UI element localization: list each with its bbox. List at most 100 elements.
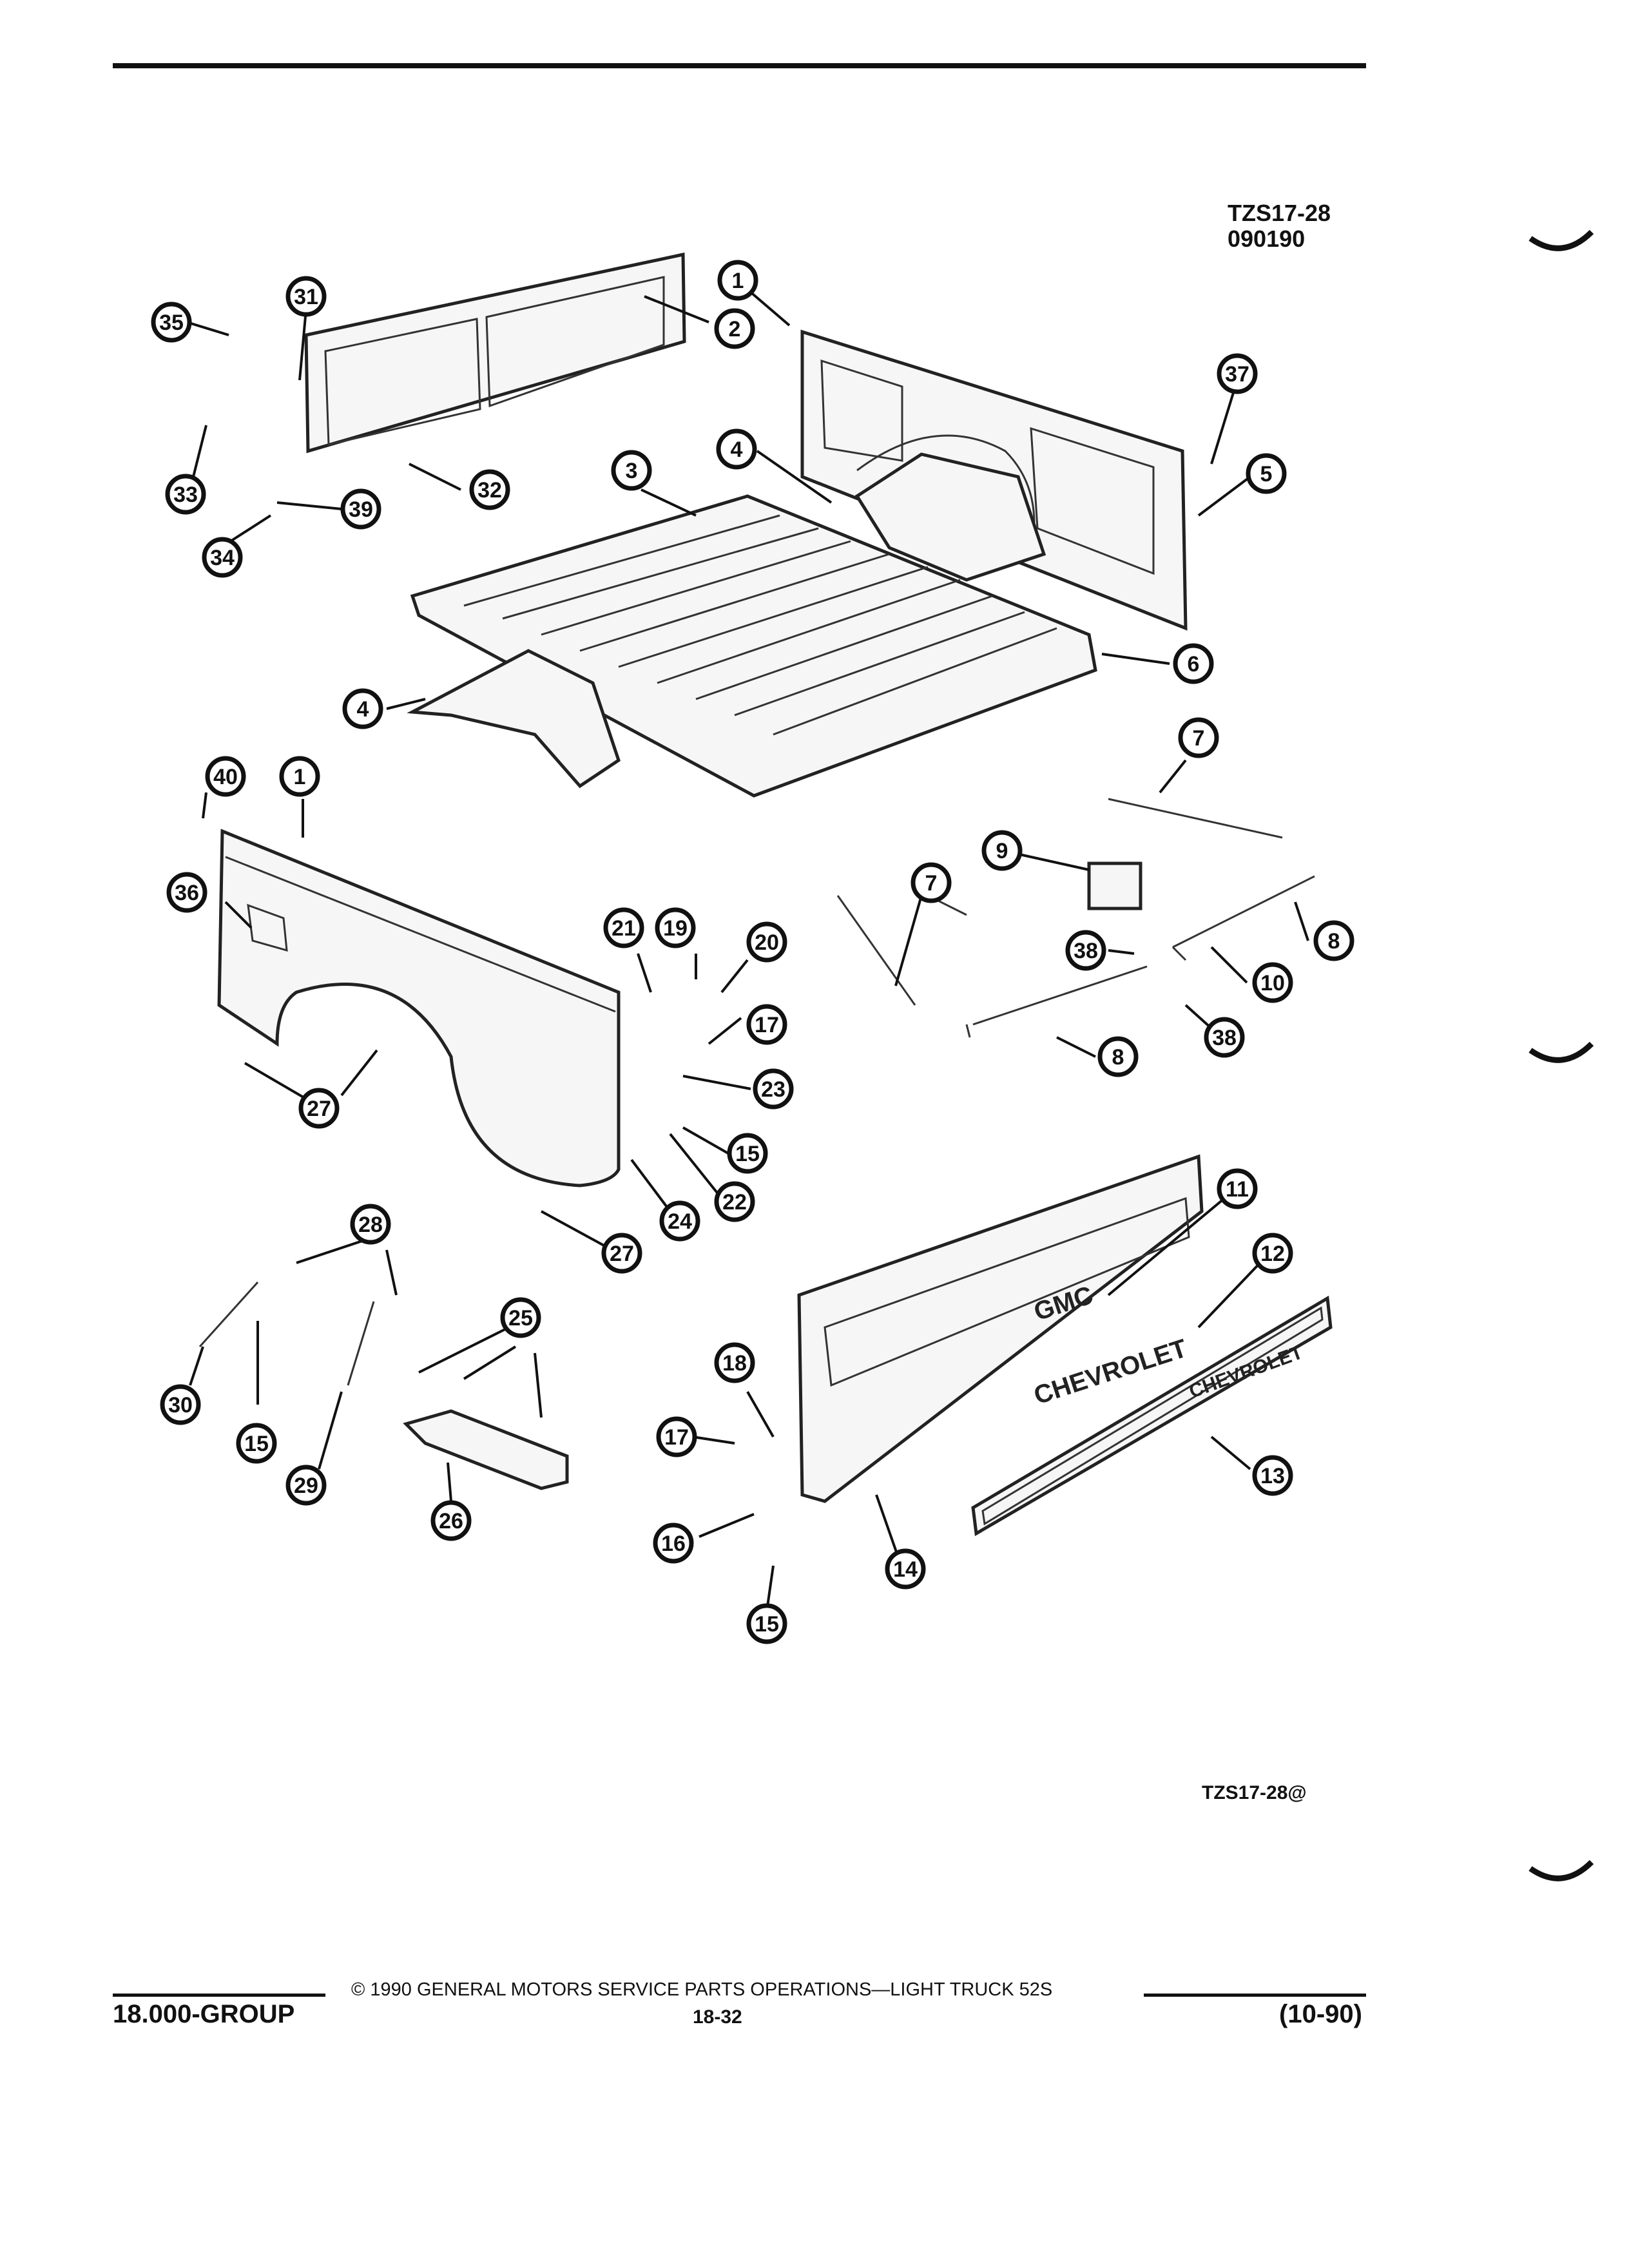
callout-c30: 30	[160, 1384, 201, 1425]
callout-c15a: 15	[727, 1133, 768, 1174]
callout-circle	[911, 862, 952, 903]
callout-number: 20	[755, 930, 779, 955]
callout-circle	[430, 1500, 472, 1541]
callout-circle	[340, 488, 381, 530]
callout-number: 24	[668, 1209, 692, 1234]
callout-number: 35	[159, 311, 184, 335]
callout-c20: 20	[746, 921, 787, 963]
callout-c40: 40	[205, 756, 246, 797]
callout-number: 32	[477, 478, 502, 503]
callout-c11: 11	[1217, 1168, 1258, 1209]
callout-circle	[1097, 1036, 1139, 1077]
callout-number: 23	[761, 1077, 786, 1102]
footer-rule-right	[1144, 1994, 1366, 1997]
callout-circle	[1252, 1233, 1293, 1274]
callout-number: 30	[168, 1393, 193, 1418]
callout-circle	[601, 1233, 642, 1274]
callout-number: 26	[439, 1509, 463, 1533]
callout-circle	[1252, 1455, 1293, 1496]
callout-circle	[1252, 962, 1293, 1003]
callout-number: 17	[755, 1013, 779, 1037]
callout-number: 39	[349, 497, 373, 522]
callout-circle	[753, 1068, 794, 1110]
wheelhouse-lower-part	[407, 649, 621, 789]
callout-number: 17	[664, 1425, 689, 1450]
callout-c1a: 1	[717, 260, 758, 301]
callout-c9: 9	[981, 830, 1023, 871]
callout-c29: 29	[285, 1465, 327, 1506]
callout-number: 8	[1328, 929, 1340, 954]
callout-c24: 24	[659, 1200, 700, 1242]
callout-number: 27	[610, 1242, 634, 1266]
callout-number: 37	[1225, 362, 1249, 387]
callout-circle	[656, 1416, 697, 1457]
callout-c6: 6	[1173, 643, 1214, 684]
callout-circle	[746, 1004, 787, 1045]
callout-circle	[1204, 1017, 1245, 1058]
callout-number: 29	[294, 1474, 318, 1498]
callout-c15b: 15	[236, 1423, 277, 1464]
callout-circle	[285, 276, 327, 317]
stake-pocket-cover-part	[403, 1409, 569, 1490]
callout-number: 4	[357, 697, 369, 722]
figure-ref-code: TZS17-28@	[1202, 1782, 1307, 1803]
callout-c5: 5	[1246, 453, 1287, 494]
footer-page-number: 18-32	[693, 2006, 742, 2028]
callout-c15c: 15	[746, 1603, 787, 1644]
callout-c38a: 38	[1065, 930, 1106, 971]
callout-circle	[205, 756, 246, 797]
callout-number: 15	[244, 1432, 269, 1456]
top-rule	[113, 63, 1366, 68]
hole-punch-mark-2	[1528, 1041, 1594, 1063]
callout-circle	[166, 872, 207, 913]
wheelhouse-upper-part	[854, 452, 1046, 582]
callout-number: 14	[893, 1557, 918, 1582]
support-straps-part	[198, 1281, 375, 1386]
callout-number: 9	[996, 839, 1008, 863]
callout-c32: 32	[469, 469, 510, 510]
callout-c27a: 27	[298, 1088, 340, 1129]
callout-c21: 21	[603, 907, 644, 948]
callout-c3: 3	[611, 450, 652, 491]
callout-circle	[1246, 453, 1287, 494]
callout-c26: 26	[430, 1500, 472, 1541]
drawing-id: TZS17-28	[1228, 200, 1331, 226]
hole-punch-mark-3	[1528, 1860, 1594, 1881]
callout-circle	[714, 308, 755, 349]
callout-circle	[469, 469, 510, 510]
callout-c27b: 27	[601, 1233, 642, 1274]
callout-c18: 18	[714, 1342, 755, 1383]
hole-punch-mark-1	[1528, 229, 1594, 251]
callout-c33: 33	[165, 474, 206, 515]
callout-c28: 28	[350, 1204, 391, 1245]
callout-c4a: 4	[716, 428, 757, 470]
callout-c14: 14	[885, 1548, 926, 1590]
callout-circle	[500, 1297, 541, 1338]
callout-number: 1	[732, 269, 744, 293]
callout-c37: 37	[1217, 353, 1258, 394]
callout-number: 34	[210, 546, 235, 570]
callout-circle	[714, 1181, 755, 1222]
callout-c7a: 7	[1178, 717, 1219, 758]
callout-number: 21	[612, 916, 636, 941]
callout-number: 27	[307, 1097, 331, 1121]
callout-circle	[160, 1384, 201, 1425]
callout-circle	[350, 1204, 391, 1245]
callout-circle	[236, 1423, 277, 1464]
callout-number: 2	[729, 317, 741, 341]
callout-c12: 12	[1252, 1233, 1293, 1274]
callout-number: 7	[925, 871, 938, 896]
callout-number: 15	[735, 1142, 760, 1166]
callout-circle	[714, 1342, 755, 1383]
callout-circle	[659, 1200, 700, 1242]
box-floor-part	[410, 494, 1097, 798]
callout-c8a: 8	[1313, 920, 1354, 961]
front-panel-part	[304, 252, 686, 454]
callout-c34: 34	[202, 537, 243, 578]
callout-circle	[885, 1548, 926, 1590]
callout-circle	[653, 1523, 694, 1564]
callout-circle	[1173, 643, 1214, 684]
callout-c4b: 4	[342, 688, 383, 729]
callout-number: 40	[213, 765, 238, 789]
